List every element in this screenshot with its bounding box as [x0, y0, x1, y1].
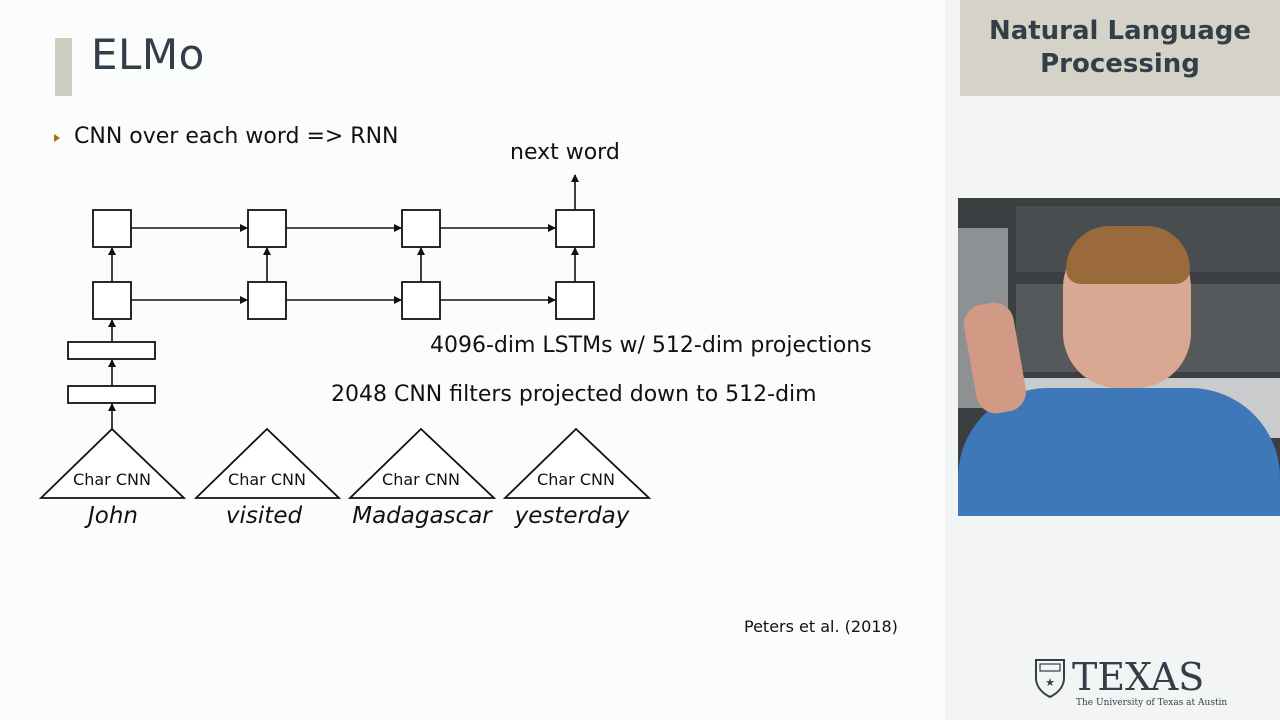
bullet-text: CNN over each word => RNN	[74, 124, 399, 149]
slide-title: ELMo	[91, 30, 205, 79]
lstm-bottom-cell	[555, 281, 595, 320]
input-word: Madagascar	[352, 503, 492, 529]
citation: Peters et al. (2018)	[744, 617, 898, 636]
char-cnn-triangle	[193, 427, 342, 499]
course-title-line2: Processing	[1040, 49, 1200, 79]
lstm-top-cell	[247, 209, 287, 248]
input-word: visited	[225, 503, 303, 529]
char-cnn-label: Char CNN	[228, 470, 306, 489]
logo-wordmark: TEXAS	[1072, 655, 1205, 699]
char-cnn-triangle	[347, 427, 497, 499]
lstm-top-cell	[555, 209, 595, 248]
lstm-bottom-cell	[401, 281, 441, 320]
lstm-bottom-cell	[247, 281, 287, 320]
lstm-top-cell	[401, 209, 441, 248]
projection-layer	[67, 385, 156, 404]
elmo-diagram	[38, 174, 652, 499]
next-word-label: next word	[510, 140, 620, 165]
title-accent-bar	[55, 38, 72, 96]
char-cnn-triangle	[38, 427, 187, 499]
cnn-note: 2048 CNN filters projected down to 512-d…	[331, 382, 817, 407]
bullet-triangle-icon	[54, 133, 60, 142]
char-cnn-label: Char CNN	[73, 470, 151, 489]
projection-layer	[67, 341, 156, 360]
slide: ELMo CNN over each word => RNN	[38, 30, 898, 636]
logo-subtitle: The University of Texas at Austin	[1076, 698, 1228, 708]
course-title-banner: Natural Language Processing	[960, 0, 1280, 96]
ut-austin-logo: ★ TEXAS The University of Texas at Austi…	[1034, 655, 1227, 708]
lecturer-hair	[1066, 226, 1190, 284]
course-title-line1: Natural Language	[988, 16, 1252, 46]
lstm-bottom-cell	[92, 281, 132, 320]
lstm-note: 4096-dim LSTMs w/ 512-dim projections	[430, 333, 872, 358]
ut-shield-icon: ★	[1035, 659, 1065, 698]
char-cnn-label: Char CNN	[537, 470, 615, 489]
svg-text:★: ★	[1045, 676, 1055, 689]
input-word: John	[87, 503, 138, 529]
bullet-point: CNN over each word => RNN	[54, 124, 399, 149]
char-cnn-label: Char CNN	[382, 470, 460, 489]
lecturer-video	[958, 198, 1280, 516]
lstm-top-cell	[92, 209, 132, 248]
char-cnn-triangle	[502, 427, 652, 499]
input-word: yesterday	[514, 503, 630, 529]
